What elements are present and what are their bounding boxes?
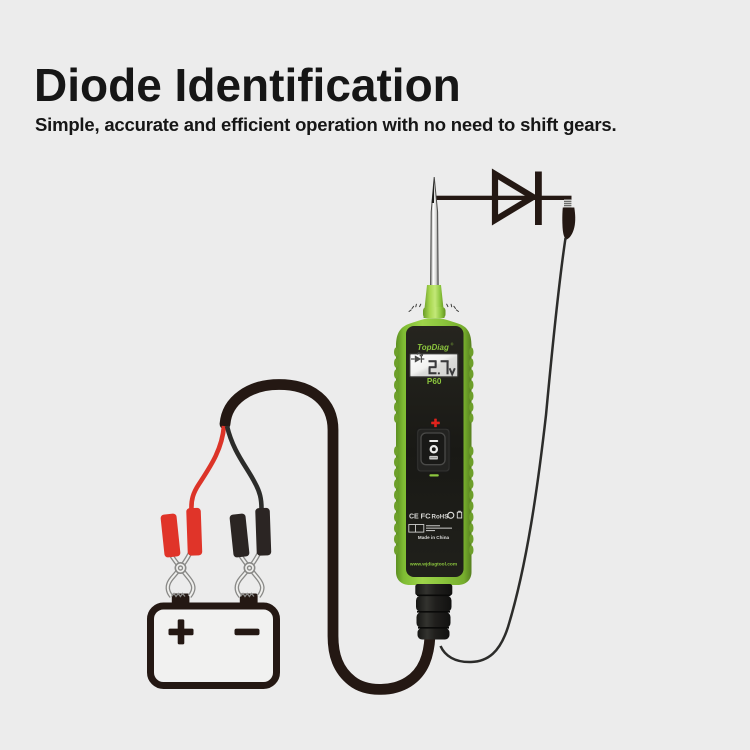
svg-text:RoHS: RoHS bbox=[432, 513, 449, 520]
svg-text:Made in China: Made in China bbox=[418, 535, 450, 540]
svg-text:P60: P60 bbox=[427, 377, 442, 386]
svg-text:FC: FC bbox=[421, 512, 432, 521]
svg-text:CE: CE bbox=[409, 514, 419, 521]
svg-text:TopDiag: TopDiag bbox=[417, 343, 449, 352]
svg-text:www.wjdiagtool.com: www.wjdiagtool.com bbox=[409, 562, 457, 568]
svg-text:®: ® bbox=[451, 343, 454, 347]
